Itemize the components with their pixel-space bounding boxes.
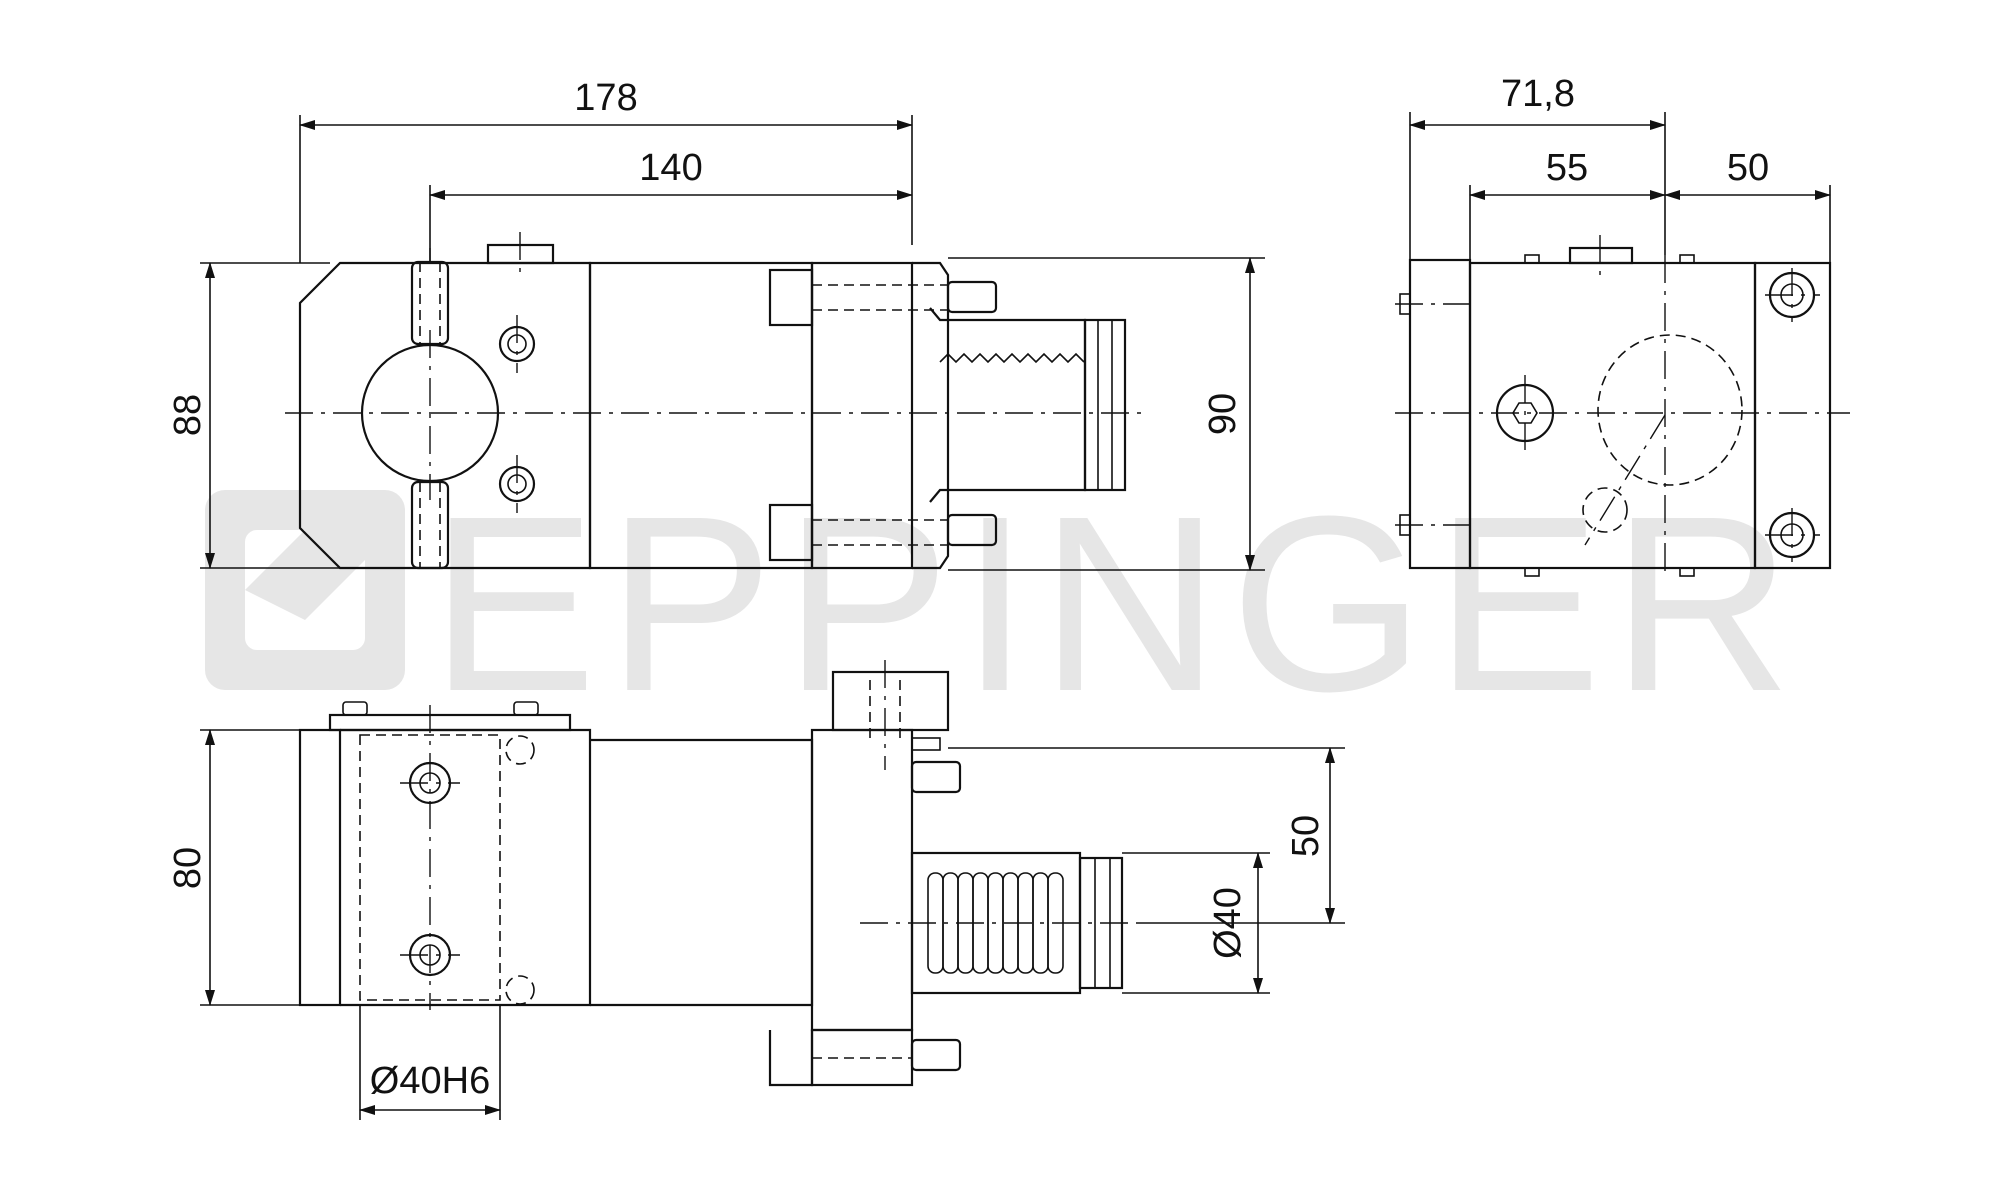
dimension-label: 90: [1202, 393, 1244, 435]
watermark: EPPINGER: [205, 464, 1802, 743]
dimension-80: 80: [167, 729, 300, 1006]
dimension-label: 140: [639, 147, 702, 189]
dimension-label: 55: [1546, 147, 1588, 189]
side-view: [285, 232, 1145, 570]
dimension-label: 88: [167, 394, 209, 436]
dimension-71-8: 71,8: [1409, 73, 1666, 260]
dimension-88: 88: [167, 262, 340, 569]
end-view: [1395, 235, 1850, 577]
dimension-90: 90: [948, 257, 1265, 571]
dimension-label: 80: [167, 847, 209, 889]
dimension-label: Ø40H6: [370, 1060, 490, 1102]
dimension-diameter-40: Ø40: [1122, 852, 1270, 994]
dimension-55: 55: [1469, 147, 1666, 260]
dimension-140: 140: [429, 147, 913, 262]
dimension-50-top: 50: [948, 747, 1345, 924]
dimension-label: 50: [1727, 147, 1769, 189]
top-view: [298, 660, 1140, 1087]
dimension-label: 71,8: [1501, 73, 1575, 115]
dimension-178: 178: [299, 77, 913, 263]
watermark-text: EPPINGER: [430, 464, 1802, 743]
dimension-label: Ø40: [1207, 887, 1249, 959]
dimension-label: 178: [574, 77, 637, 119]
dimension-50-end: 50: [1664, 147, 1831, 263]
watermark-logo-icon: [205, 490, 405, 690]
dimension-diameter-40h6: Ø40H6: [359, 1005, 501, 1120]
dimension-label: 50: [1285, 815, 1327, 857]
